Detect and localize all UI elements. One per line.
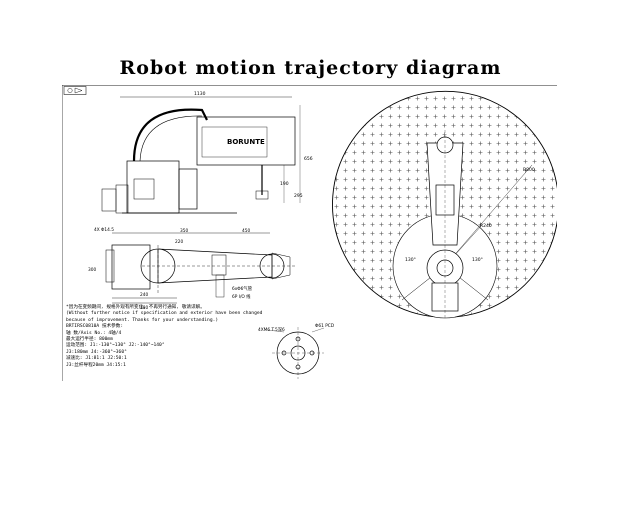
note-line: because of improvement. Thanks for your … <box>66 317 219 323</box>
flange-label-left: 4XM6 T.5深6 <box>258 326 285 333</box>
note-line: *因为在变频期间, 规格外观有所变化, 不再另行通知, 敬请谅解。 <box>66 305 205 310</box>
dim-1130: 1130 <box>194 91 206 97</box>
dim-350: 350 <box>180 228 188 234</box>
robot-plan-view <box>105 232 297 304</box>
technical-notes: *因为在变频期间, 规格外观有所变化, 不再另行通知, 敬请谅解。 (Witho… <box>66 305 281 369</box>
dim-220: 220 <box>175 239 183 245</box>
dim-280: 280 <box>140 305 148 311</box>
robot-top-view <box>101 96 301 214</box>
dim-656: 656 <box>304 156 313 162</box>
io-label: 6P I/O 线 <box>232 293 251 300</box>
note-line: J3:180mm J4:-360°~360° <box>66 349 127 355</box>
note-line: 最大运行半径: 800mm <box>66 337 113 343</box>
note-line: J3:丝杆导程20mm J4:15:1 <box>66 362 126 368</box>
flange-label-right: Φ61 PCD <box>315 323 335 329</box>
page-title: Robot motion trajectory diagram <box>119 57 502 79</box>
sheet-border <box>62 85 557 381</box>
workspace-diagram <box>332 90 557 320</box>
dim-240: 240 <box>140 292 148 298</box>
note-line: 运动范围: J1:-130°~130° J2:-140°~140° <box>66 343 165 349</box>
note-line: (Without further notice if specification… <box>66 311 263 317</box>
inner-radius-label: R240 <box>480 223 492 229</box>
dim-450: 450 <box>242 228 250 234</box>
angle-right-label: 130° <box>472 257 483 263</box>
dim-190: 190 <box>280 181 289 187</box>
drawing-sheet: BORUNTE 1130 656 190 295 4X Φ14.5 350 45… <box>62 85 557 381</box>
note-line: 减速比: J1:81:1 J2:50:1 <box>66 356 127 362</box>
note-line: BRTIRSC0810A 技术参数: <box>66 324 124 330</box>
brand-label: BORUNTE <box>227 138 265 146</box>
dim-hole: 4X Φ14.5 <box>94 227 114 233</box>
note-line: 轴 数/Axis No.: 4轴/4 <box>66 330 122 336</box>
dim-295: 295 <box>294 193 303 199</box>
dim-300: 300 <box>88 267 96 273</box>
flange-detail <box>266 327 325 379</box>
cable-label: 6xΦ6气管 <box>232 285 253 292</box>
angle-left-label: 130° <box>405 257 416 263</box>
radius-label: R800 <box>523 167 535 173</box>
